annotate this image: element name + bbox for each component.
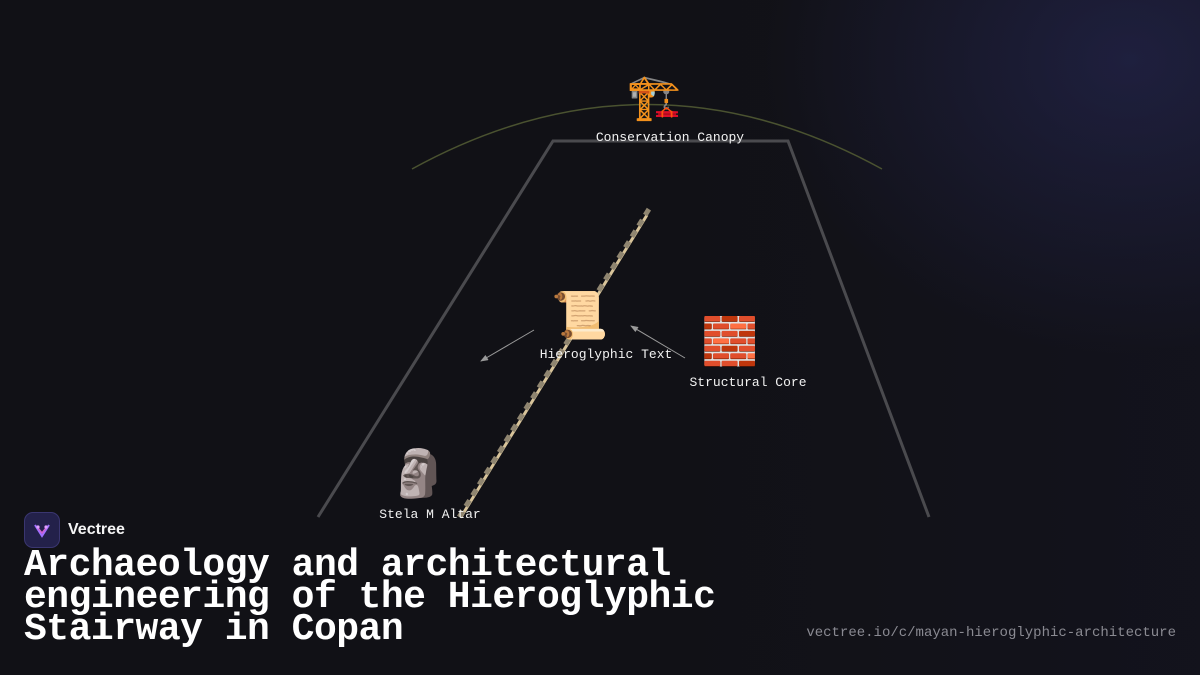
node-structural-core: 🧱 <box>701 318 758 364</box>
stair-step <box>583 304 592 314</box>
arrow-core-to-stair <box>630 325 686 359</box>
scroll-icon: 📜 <box>551 288 609 342</box>
stair-step <box>510 423 519 433</box>
stair-step <box>616 250 625 260</box>
stair-step <box>556 347 565 357</box>
moai-statue-icon: 🗿 <box>390 446 448 500</box>
arrow-text-left <box>480 329 535 362</box>
stair-step <box>516 412 525 422</box>
stair-step <box>596 283 605 292</box>
stair-step <box>476 477 485 486</box>
stair-step <box>623 240 632 249</box>
stair-step <box>463 498 472 508</box>
stair-step <box>483 466 492 476</box>
node-stela-m-altar: 🗿 <box>390 450 447 496</box>
page-title: Archaeology and architectural engineerin… <box>24 544 716 651</box>
vectree-logo-icon <box>24 512 60 548</box>
hieroglyphic-text-label: Hieroglyphic Text <box>539 347 673 362</box>
canopy-arc <box>411 103 883 170</box>
stair-step <box>629 229 638 238</box>
stair-step <box>457 509 466 519</box>
node-hieroglyphic-text-label: Hieroglyphic Text <box>540 343 673 362</box>
stair-step <box>470 488 479 497</box>
stair-step <box>576 315 585 325</box>
stela-label: Stela M Altar <box>379 507 481 522</box>
stair-step <box>563 337 572 346</box>
stair-step <box>503 434 512 443</box>
stair-step <box>603 272 612 282</box>
stair-step <box>636 218 645 228</box>
construction-crane-icon: 🏗️ <box>626 72 682 123</box>
structural-core-label: Structural Core <box>689 375 807 390</box>
node-hieroglyphic-text: 📜 <box>551 292 608 338</box>
node-conservation-canopy-label: Conservation Canopy <box>596 126 744 145</box>
source-url[interactable]: vectree.io/c/mayan-hieroglyphic-architec… <box>806 625 1176 641</box>
brand-name: Vectree <box>68 521 125 538</box>
stair-step <box>609 261 618 271</box>
brick-icon: 🧱 <box>701 314 759 368</box>
stair-step <box>536 380 545 389</box>
hieroglyphic-stairway <box>457 207 652 519</box>
node-conservation-canopy: 🏗️ <box>627 76 682 120</box>
stair-step <box>530 391 539 400</box>
node-stela-m-altar-label: Stela M Altar <box>379 503 480 522</box>
stair-step <box>490 455 499 465</box>
stair-step <box>589 294 598 303</box>
stair-step <box>643 207 652 217</box>
node-structural-core-label: Structural Core <box>689 371 806 390</box>
brand: Vectree <box>24 512 125 548</box>
stair-step <box>550 358 559 368</box>
stair-step <box>543 369 552 379</box>
stair-step <box>569 326 578 335</box>
stair-step <box>523 401 532 411</box>
stair-step <box>496 445 505 454</box>
pyramid-outline <box>316 139 931 518</box>
canopy-label: Conservation Canopy <box>595 130 745 145</box>
